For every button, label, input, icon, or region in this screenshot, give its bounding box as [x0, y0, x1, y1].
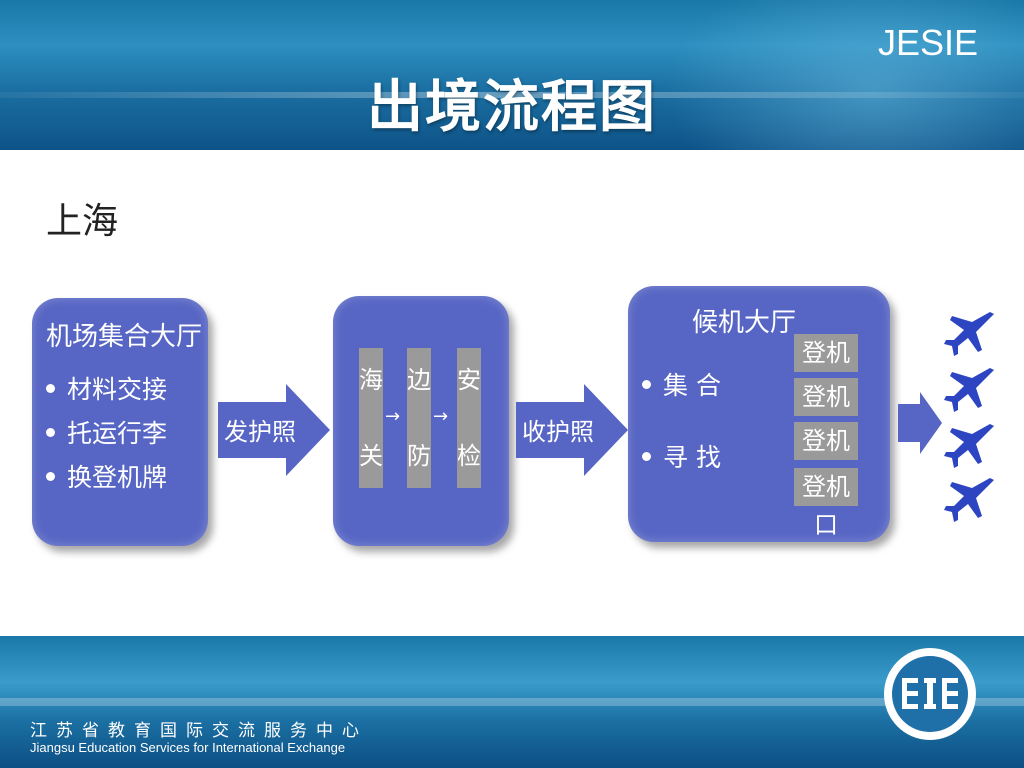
- bullet-dot: [46, 471, 55, 481]
- checkpoint-border: 边 防: [407, 348, 431, 488]
- step-airport-hall: 机场集合大厅 材料交接 托运行李 换登机牌: [32, 298, 208, 546]
- arrow-to-planes: [898, 392, 942, 454]
- step-waiting-hall-item: 寻 找: [642, 438, 721, 474]
- footer-banner: 江苏省教育国际交流服务中心 Jiangsu Education Services…: [0, 636, 1024, 768]
- boarding-gate: 登机口: [794, 468, 858, 539]
- jesie-logo: [884, 648, 976, 740]
- bullet-dot: [642, 451, 651, 461]
- header-banner: JESIE 出境流程图: [0, 0, 1024, 150]
- arrow-issue-passport: [218, 384, 330, 476]
- airplane-icon: [944, 312, 994, 356]
- arrow-right-icon: →: [433, 406, 449, 427]
- header-glow: [664, 0, 1024, 150]
- diagram-area: 上海 机场集合大厅 材料交接 托运行李 换登机牌 发护照 海 关 → 边 防 →…: [0, 150, 1024, 636]
- bullet-dot: [642, 379, 651, 389]
- checkpoint-customs: 海 关: [359, 348, 383, 488]
- step-airport-hall-item: 材料交接: [46, 370, 167, 406]
- bullet-dot: [46, 383, 55, 393]
- airplane-icon: [944, 368, 994, 412]
- airplane-icon: [944, 424, 994, 468]
- brand-label: JESIE: [877, 22, 978, 63]
- step-checkpoints: 海 关 → 边 防 → 安 检: [333, 296, 509, 546]
- step-airport-hall-item: 托运行李: [46, 414, 167, 450]
- step-waiting-hall-item: 集 合: [642, 366, 721, 402]
- step-airport-hall-item: 换登机牌: [46, 458, 167, 494]
- arrow-issue-passport-label: 发护照: [224, 418, 296, 446]
- step-waiting-hall-title: 候机大厅: [692, 308, 797, 338]
- boarding-gate: 登机口: [794, 334, 858, 405]
- city-label: 上海: [46, 201, 119, 242]
- arrow-return-passport: [516, 384, 628, 476]
- page-title: 出境流程图: [367, 74, 657, 140]
- airplane-icon: [944, 478, 994, 522]
- checkpoint-security: 安 检: [457, 348, 481, 488]
- step-airport-hall-title: 机场集合大厅: [46, 322, 203, 352]
- header-stripe: [0, 92, 1024, 98]
- arrow-right-icon: →: [385, 406, 401, 427]
- arrow-return-passport-label: 收护照: [522, 418, 594, 446]
- org-name-en: Jiangsu Education Services for Internati…: [30, 740, 346, 755]
- boarding-gate: 登机口: [794, 378, 858, 449]
- bullet-dot: [46, 427, 55, 437]
- boarding-gate: 登机口: [794, 422, 858, 493]
- footer-band: [0, 698, 1024, 706]
- org-name-cn: 江苏省教育国际交流服务中心: [30, 721, 368, 741]
